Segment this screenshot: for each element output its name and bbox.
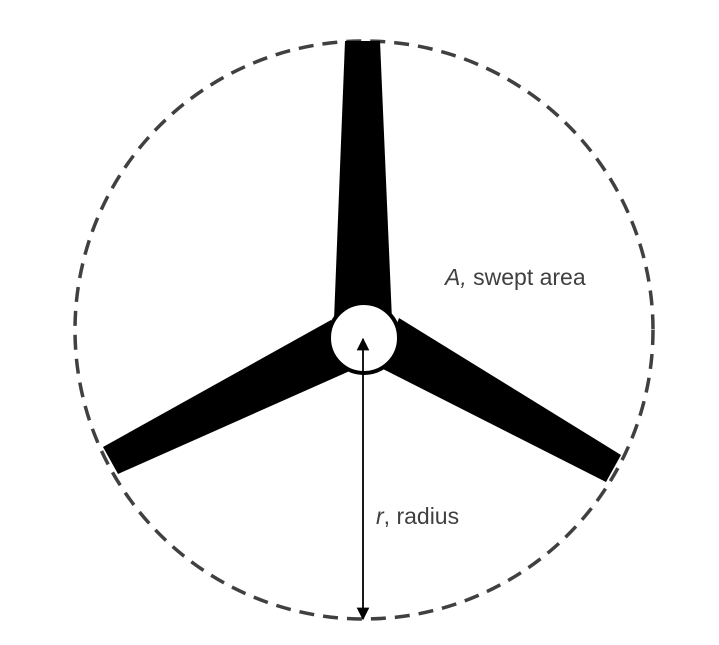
radius-label: r, radius [376, 505, 459, 528]
swept-area-circle [73, 39, 655, 621]
area-symbol: A, [445, 264, 467, 290]
radius-symbol: r [376, 503, 384, 529]
area-text: swept area [466, 264, 586, 290]
hub [327, 301, 401, 375]
blade-top [334, 41, 392, 320]
blade-lower-left [103, 320, 352, 474]
radius-text: , radius [383, 503, 460, 529]
blade-lower-right [381, 318, 621, 482]
swept-area-label: A, swept area [445, 266, 586, 289]
